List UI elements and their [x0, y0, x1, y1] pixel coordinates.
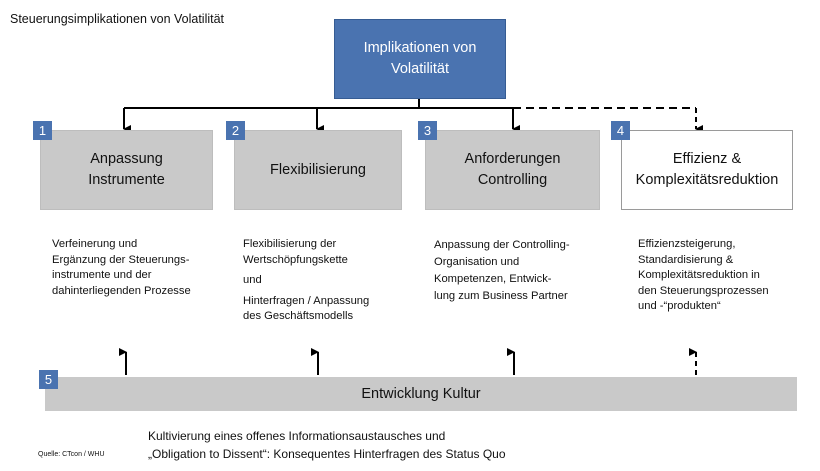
area-4-description: Effizienzsteigerung, Standardisierung & …	[638, 238, 769, 312]
area-4-title-line1: Effizienz &	[672, 151, 742, 167]
area-box-2: Flexibilisierung	[234, 130, 402, 210]
area-box-3: Anforderungen Controlling	[425, 130, 600, 210]
area-3-title-line2: Controlling	[477, 172, 548, 188]
area-2-description: Flexibilisierung der Wertschöpfungskette…	[243, 238, 370, 322]
page-title: Steuerungsimplikationen von Volatilität	[10, 12, 225, 26]
area-3-number-badge: 3	[418, 121, 437, 140]
area-1-title-line2: Instrumente	[88, 172, 165, 188]
area-4-number-badge: 4	[611, 121, 630, 140]
culture-bar: Entwicklung Kultur	[45, 377, 797, 411]
source-note: Quelle: CTcon / WHU	[38, 451, 105, 458]
culture-description-line1: Kultivierung eines offenes Informationsa…	[148, 429, 446, 443]
center-box-line1: Implikationen von	[363, 40, 477, 56]
center-box: Implikationen von Volatilität	[334, 19, 506, 99]
area-1-title-line1: Anpassung	[90, 151, 163, 167]
culture-description: Kultivierung eines offenes Informationsa…	[148, 427, 506, 463]
area-2-title-line1: Flexibilisierung	[270, 161, 366, 178]
culture-label: Entwicklung Kultur	[361, 386, 481, 402]
area-1-number-badge: 1	[33, 121, 52, 140]
area-2-number-badge: 2	[226, 121, 245, 140]
area-1-description: Verfeinerung und Ergänzung der Steuerung…	[52, 238, 191, 297]
area-box-4: Effizienz & Komplexitätsreduktion	[621, 130, 793, 210]
culture-number-badge: 5	[39, 370, 58, 389]
area-4-title-line2: Komplexitätsreduktion	[635, 172, 779, 188]
area-box-1: Anpassung Instrumente	[40, 130, 213, 210]
culture-description-line2: „Obligation to Dissent“: Konsequentes Hi…	[148, 447, 506, 461]
center-box-line2: Volatilität	[390, 61, 450, 77]
area-3-title-line1: Anforderungen	[464, 151, 561, 167]
area-3-description: Anpassung der Controlling- Organisation …	[434, 239, 570, 302]
